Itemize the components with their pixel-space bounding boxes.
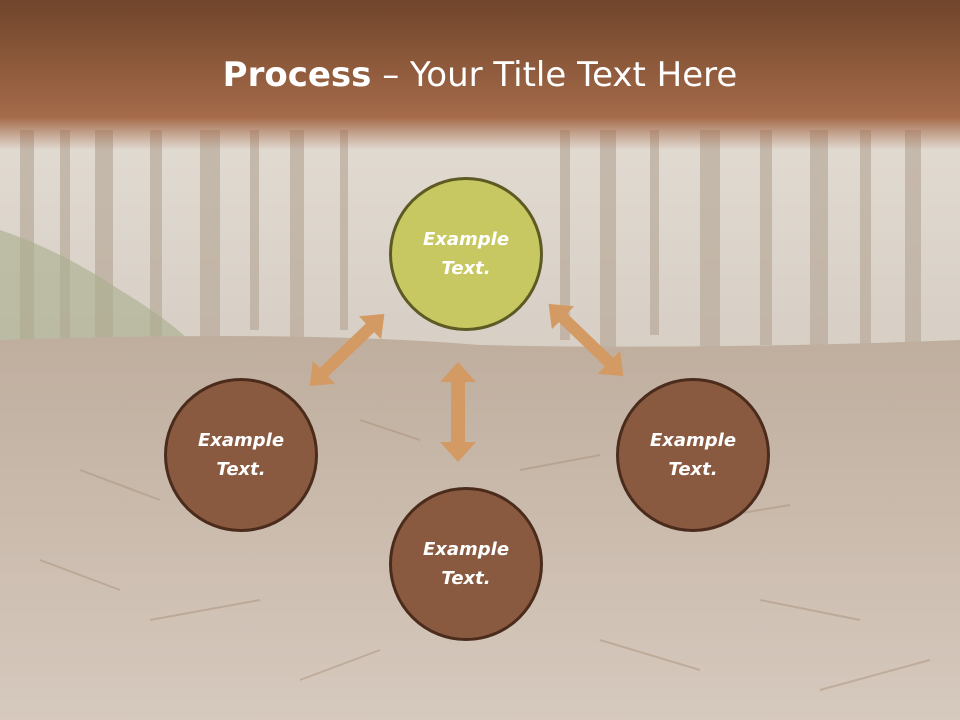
title-dash: –: [371, 55, 411, 95]
title-bar: [0, 0, 960, 150]
node-left-label: Example Text.: [197, 430, 285, 480]
process-node-left: Example Text.: [164, 378, 318, 532]
node-bottom-label: Example Text.: [422, 539, 510, 589]
node-right-label: Example Text.: [649, 430, 737, 480]
node-top-label: Example Text.: [422, 229, 510, 279]
title-bold: Process: [222, 55, 372, 95]
arrow-vertical: [440, 362, 476, 462]
slide-title: Process – Your Title Text Here: [0, 50, 960, 100]
arrow-top-left: [309, 313, 385, 387]
process-node-bottom: Example Text.: [389, 487, 543, 641]
process-node-top: Example Text.: [389, 177, 543, 331]
process-node-right: Example Text.: [616, 378, 770, 532]
arrow-top-right: [548, 303, 624, 377]
title-rest: Your Title Text Here: [410, 55, 738, 95]
